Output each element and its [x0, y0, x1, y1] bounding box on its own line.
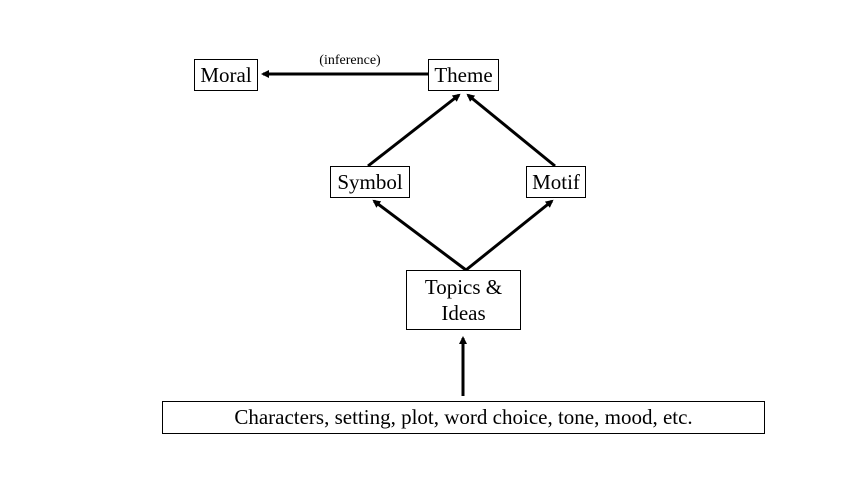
arrow-motif-to-theme — [466, 93, 556, 168]
moral-label: Moral — [200, 62, 252, 87]
theme-node: Theme — [428, 59, 499, 91]
story-elements-node: Characters, setting, plot, word choice, … — [162, 401, 765, 434]
motif-label: Motif — [532, 169, 580, 194]
inference-edge-label: (inference) — [319, 53, 381, 68]
topics-label-line-2: Ideas — [441, 301, 486, 325]
topics-label-line-1: Topics & — [424, 274, 503, 299]
moral-node: Moral — [194, 59, 258, 91]
topics-ideas-node: Topics & Ideas — [406, 270, 521, 330]
motif-node: Motif — [526, 166, 586, 198]
story-elements-label: Characters, setting, plot, word choice, … — [234, 405, 693, 430]
symbol-node: Symbol — [330, 166, 410, 198]
symbol-label: Symbol — [337, 169, 403, 194]
arrow-topics-to-symbol — [372, 199, 467, 272]
theme-label: Theme — [434, 62, 493, 87]
arrow-symbol-to-theme — [367, 93, 461, 168]
arrow-topics-to-motif — [465, 199, 554, 272]
